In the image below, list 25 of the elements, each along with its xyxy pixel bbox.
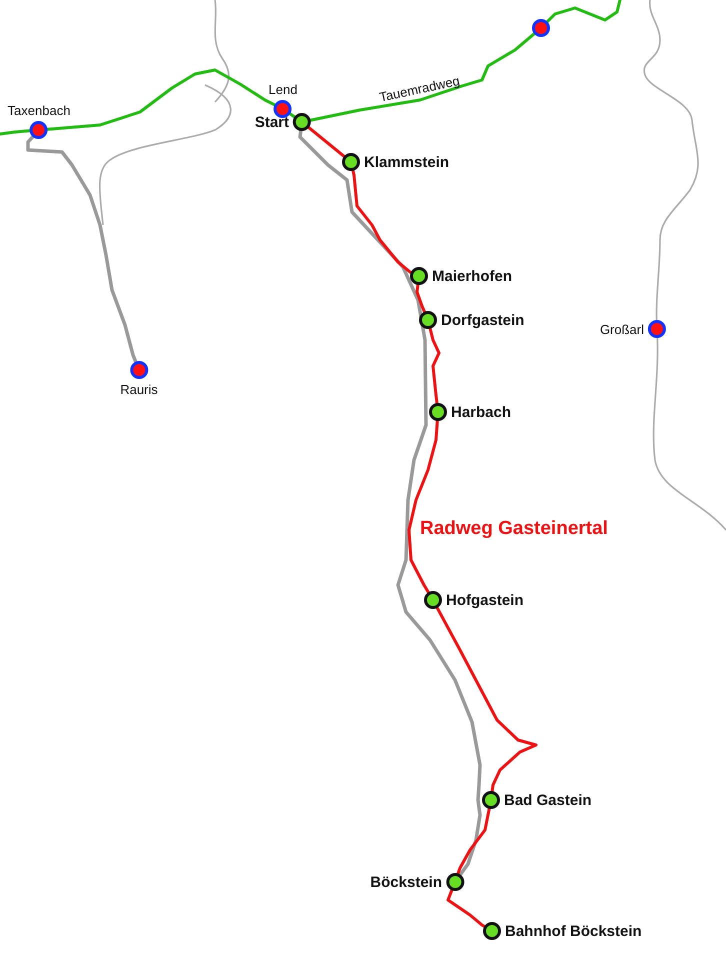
route-line bbox=[308, 32, 536, 122]
place-name: Böckstein bbox=[370, 874, 442, 890]
route-line bbox=[456, 806, 491, 876]
route-line bbox=[408, 418, 439, 595]
place-name: Bahnhof Böckstein bbox=[505, 922, 642, 940]
route-line bbox=[545, 0, 622, 24]
place-name: Harbach bbox=[451, 404, 512, 420]
route-line bbox=[351, 168, 414, 274]
route-line bbox=[435, 606, 538, 794]
route-title: Radweg Gasteinertal bbox=[420, 518, 608, 540]
road-line bbox=[298, 128, 482, 878]
place-name: Großarl bbox=[600, 322, 644, 336]
road-line bbox=[26, 134, 138, 364]
place-name: Taxenbach bbox=[8, 103, 70, 118]
route-line bbox=[446, 888, 487, 928]
place-name: Klammstein bbox=[364, 154, 450, 170]
place-name: Rauris bbox=[120, 382, 158, 397]
place-name: Dorfgastein bbox=[441, 312, 524, 328]
route-line bbox=[428, 326, 440, 406]
place-name: Bad Gastein bbox=[504, 792, 592, 808]
route-line bbox=[416, 282, 426, 314]
place-name: Lend bbox=[268, 82, 298, 97]
place-name: Start bbox=[254, 114, 289, 130]
place-name: Hofgastein bbox=[446, 592, 524, 608]
place-name: Maierhofen bbox=[432, 268, 512, 284]
